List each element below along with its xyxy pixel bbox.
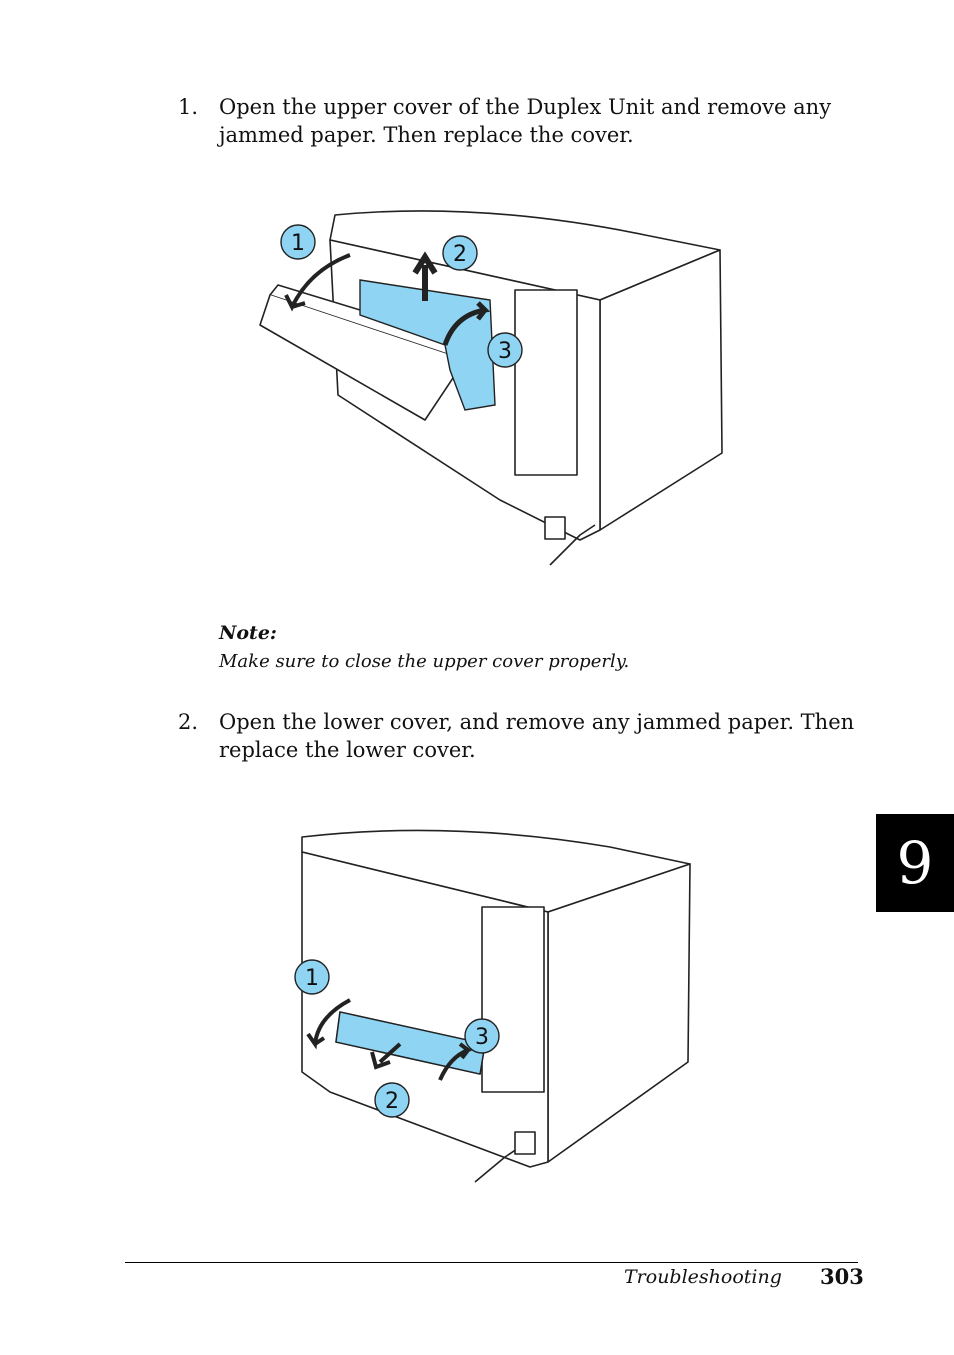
footer-section-title: Troubleshooting: [624, 1266, 782, 1288]
jammed-paper: [359, 279, 496, 411]
callout-3-label: 3: [498, 339, 512, 364]
open-arrow-1: [284, 253, 351, 312]
close-arrow-3: [438, 1042, 473, 1081]
step-text: Open the lower cover, and remove any jam…: [219, 710, 855, 762]
callout-3: [464, 1018, 500, 1054]
callout-2: [374, 1082, 410, 1118]
callout-3-label: 3: [475, 1025, 489, 1050]
open-arrow-1: [306, 998, 351, 1050]
footer-rule: [125, 1262, 858, 1263]
jammed-paper: [335, 1011, 486, 1075]
callout-1: [280, 224, 316, 260]
power-plug: [544, 516, 566, 540]
printer-side-panel: [547, 863, 691, 1163]
printer-top-panel: [301, 829, 691, 913]
power-plug: [514, 1131, 536, 1155]
callout-2-label: 2: [385, 1089, 399, 1114]
chapter-tab: 9: [876, 814, 954, 912]
step-text: Open the upper cover of the Duplex Unit …: [219, 95, 832, 147]
duplex-upper-cover-illustration: 1 2 3: [259, 210, 723, 566]
callout-2-label: 2: [453, 242, 467, 267]
callout-1: [294, 959, 330, 995]
step-number: 1.: [178, 95, 199, 119]
close-arrow-3: [442, 301, 491, 346]
pull-arrow-2: [370, 1042, 402, 1070]
printer-top-panel: [329, 210, 721, 301]
duplex-lower-cover-illustration: 1 2 3: [294, 829, 691, 1183]
printer-vent-housing: [514, 289, 578, 476]
power-cable: [549, 524, 596, 566]
callout-3: [487, 332, 523, 368]
page-number: 303: [820, 1264, 864, 1289]
lift-arrow-2: [412, 251, 438, 301]
note-title: Note:: [219, 622, 277, 644]
callout-1-label: 1: [291, 231, 305, 256]
note-body: Make sure to close the upper cover prope…: [219, 651, 630, 672]
callout-2: [442, 235, 478, 271]
step-number: 2.: [178, 710, 199, 734]
callout-1-label: 1: [305, 966, 319, 991]
printer-side-panel: [599, 249, 723, 531]
printer-vent-housing: [481, 906, 545, 1093]
